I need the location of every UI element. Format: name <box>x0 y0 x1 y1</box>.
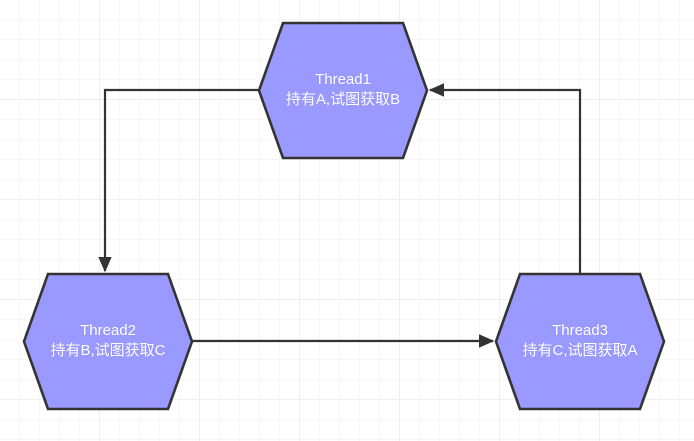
node-thread2[interactable] <box>22 272 194 411</box>
edge-thread3-thread1 <box>428 83 582 274</box>
node-thread3[interactable] <box>494 272 666 411</box>
edge-thread1-thread2 <box>98 88 259 273</box>
node-thread1[interactable] <box>257 21 429 160</box>
